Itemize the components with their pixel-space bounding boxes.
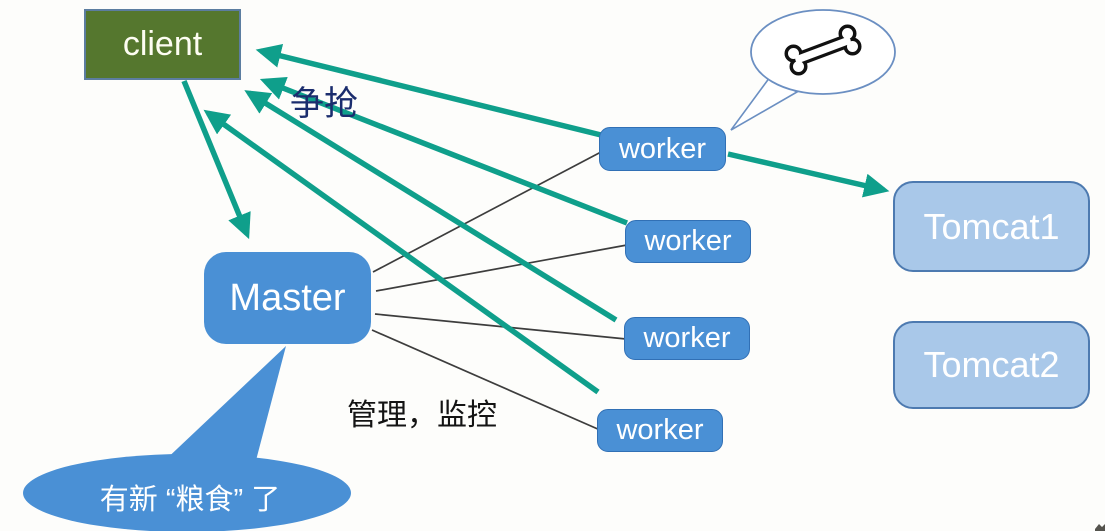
tomcat2-label: Tomcat2 bbox=[923, 344, 1060, 385]
food-bubble-ellipse bbox=[23, 454, 351, 531]
food-bubble-tail bbox=[160, 346, 286, 468]
scramble-annotation: 争抢 bbox=[290, 85, 358, 123]
worker-node-2: worker bbox=[625, 220, 751, 263]
worker1-label: worker bbox=[618, 132, 706, 165]
food-bubble-text: 有新 “粮食” 了 bbox=[99, 484, 281, 516]
tomcat1-node: Tomcat1 bbox=[893, 181, 1090, 272]
worker2-client-arrow bbox=[259, 76, 629, 226]
master-worker-lines bbox=[371, 151, 628, 431]
master-node: Master bbox=[204, 252, 371, 344]
tomcat2-node: Tomcat2 bbox=[893, 321, 1090, 409]
manage-monitor-annotation: 管理，监控 bbox=[347, 399, 497, 432]
master-worker1-line bbox=[372, 151, 602, 273]
bone-icon bbox=[784, 24, 862, 76]
cursor-artifact bbox=[1095, 524, 1105, 531]
master-worker4-line bbox=[371, 329, 601, 431]
worker3-label: worker bbox=[643, 322, 731, 354]
worker-node-4: worker bbox=[597, 409, 723, 452]
client-node: client bbox=[84, 9, 241, 80]
master-label: Master bbox=[229, 276, 346, 319]
worker3-client-arrow bbox=[244, 90, 618, 323]
worker-node-3: worker bbox=[624, 317, 750, 360]
worker2-label: worker bbox=[644, 225, 732, 257]
food-speech-bubble bbox=[23, 346, 351, 531]
worker-node-1: worker bbox=[599, 127, 726, 171]
teal-arrows bbox=[181, 44, 890, 395]
worker4-client-arrow bbox=[203, 109, 600, 395]
client-label: client bbox=[122, 25, 203, 63]
bone-speech-bubble bbox=[730, 9, 896, 131]
worker4-label: worker bbox=[616, 414, 704, 446]
worker1-tomcat1-arrow bbox=[727, 151, 890, 198]
master-worker3-line bbox=[374, 313, 627, 340]
master-worker2-line bbox=[375, 244, 628, 292]
tomcat1-label: Tomcat1 bbox=[923, 205, 1060, 247]
client-master-arrow bbox=[181, 79, 251, 240]
worker1-client-arrow bbox=[255, 44, 602, 138]
